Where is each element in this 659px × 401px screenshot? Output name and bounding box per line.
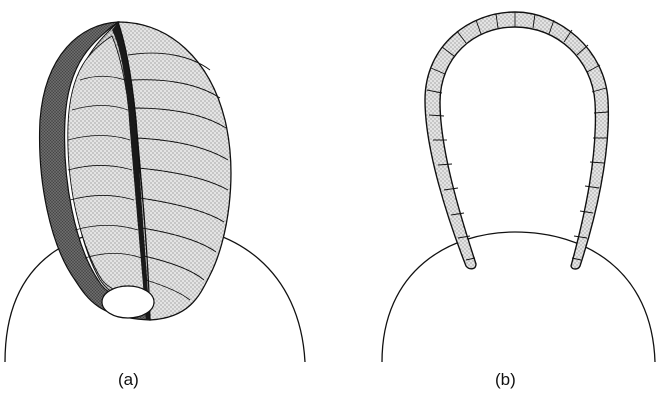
arch-section	[425, 12, 608, 269]
shell-aperture	[102, 286, 154, 318]
panel-b	[382, 12, 655, 362]
panel-a	[5, 22, 305, 362]
panel-label-a: (a)	[118, 370, 139, 390]
base-dome-b	[382, 232, 655, 362]
panel-label-b: (b)	[495, 370, 516, 390]
